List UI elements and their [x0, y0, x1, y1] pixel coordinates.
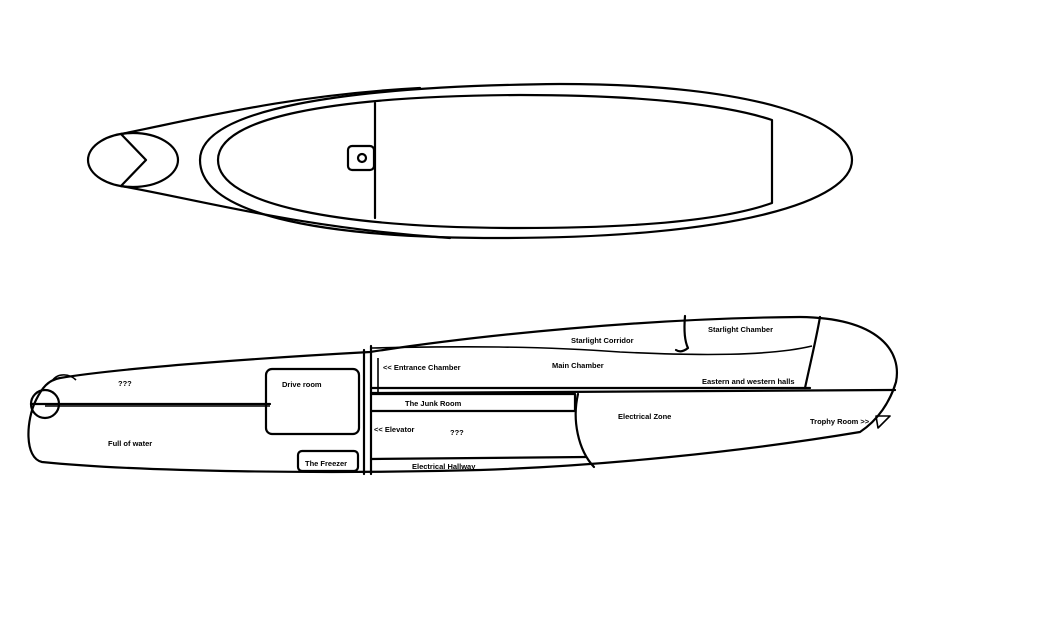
junk-room-box — [369, 392, 577, 413]
top-view-nose-chevron — [119, 132, 148, 188]
side-view-hull — [27, 315, 898, 474]
starlight-chamber-left-wall — [674, 314, 690, 353]
label-entrance-chamber: << Entrance Chamber — [383, 363, 461, 372]
side-view — [27, 314, 898, 476]
electrical-hallway-top — [369, 455, 588, 461]
label-eastern-western-halls: Eastern and western halls — [702, 377, 795, 386]
label-full-of-water: Full of water — [108, 439, 152, 448]
label-the-junk-room: The Junk Room — [405, 399, 462, 408]
label-trophy-room: Trophy Room >> — [810, 417, 870, 426]
top-view-hatch-ring — [356, 152, 368, 164]
top-view-neck-upper — [119, 86, 422, 136]
label-unknown-front: ??? — [118, 379, 132, 388]
label-starlight-corridor: Starlight Corridor — [571, 336, 634, 345]
trophy-room-notch — [875, 415, 891, 429]
top-view — [86, 82, 854, 240]
entrance-chamber-top — [371, 345, 813, 356]
label-unknown-middle: ??? — [450, 428, 464, 437]
label-drive-room: Drive room — [282, 380, 322, 389]
label-elevator: << Elevator — [374, 425, 415, 434]
top-view-neck-lower — [119, 184, 452, 240]
starlight-chamber-right-wall — [803, 315, 822, 390]
top-view-outer-hull — [198, 82, 854, 240]
electrical-zone-wall — [574, 392, 596, 469]
freezer-box — [296, 449, 360, 473]
side-view-front-bump — [51, 374, 77, 382]
label-starlight-chamber: Starlight Chamber — [708, 325, 773, 334]
top-view-inner-hull — [216, 93, 774, 230]
drive-room-box — [264, 367, 361, 436]
label-electrical-zone: Electrical Zone — [618, 412, 671, 421]
label-the-freezer: The Freezer — [305, 459, 347, 468]
main-deck-lower — [369, 388, 897, 395]
label-electrical-hallway: Electrical Hallway — [412, 462, 476, 471]
top-view-nose-ellipse — [86, 131, 180, 189]
top-view-hatch — [346, 144, 376, 172]
label-main-chamber: Main Chamber — [552, 361, 604, 370]
